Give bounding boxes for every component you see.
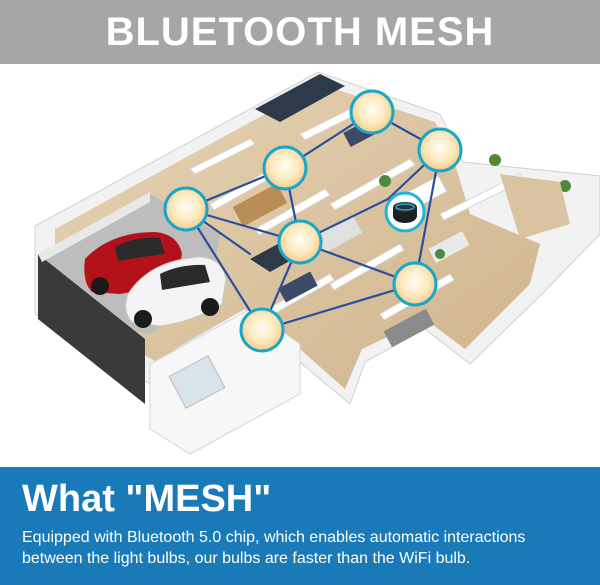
plants [379,154,571,259]
smart-bulb-icon [417,127,463,173]
smart-bulb-icon [392,261,438,307]
section-description: Equipped with Bluetooth 5.0 chip, which … [22,529,526,567]
smart-bulb-icon [163,186,209,232]
floor-plan-illustration [0,64,600,467]
smart-bulb-icon [277,219,323,265]
title-banner: BLUETOOTH MESH [0,0,600,64]
car-icon [125,256,227,328]
info-panel: What "MESH" Equipped with Bluetooth 5.0 … [0,467,600,585]
page-title: BLUETOOTH MESH [105,9,495,54]
smart-bulb-icon [349,89,395,135]
section-heading: What "MESH" [22,478,272,520]
smart-bulb-icon [262,145,308,191]
smart-bulb-icon [239,307,285,353]
smart-speaker-icon [384,191,426,233]
